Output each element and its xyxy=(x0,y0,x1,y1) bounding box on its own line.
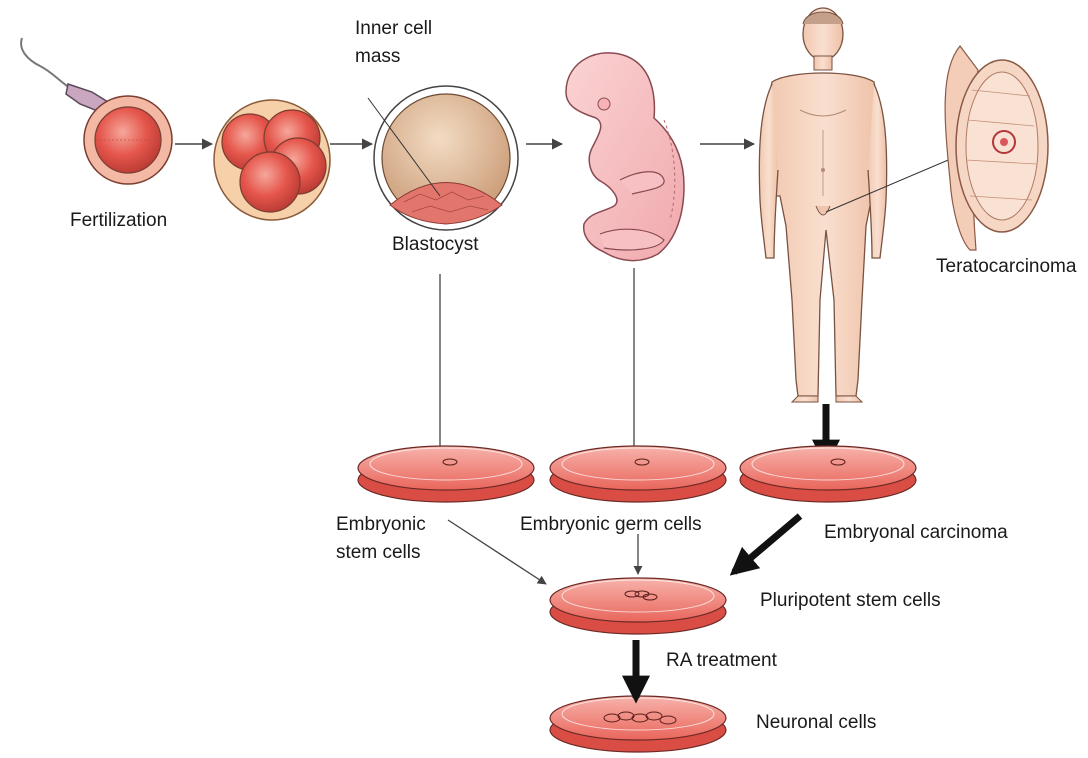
fertilization-illustration xyxy=(21,38,172,184)
teratocarcinoma-label: Teratocarcinoma xyxy=(936,254,1076,280)
inner-cell-mass-label-line2: mass xyxy=(355,44,400,70)
derivation-arrows xyxy=(440,268,826,462)
embryonic-stem-cells-label-line1: Embryonic xyxy=(336,512,426,538)
teratocarcinoma-illustration xyxy=(945,46,1048,250)
fetus-illustration xyxy=(566,53,684,261)
petri-dish-embryonal-carcinoma xyxy=(740,446,916,502)
ra-treatment-label: RA treatment xyxy=(666,648,777,674)
embryonic-stem-cells-label-line2: stem cells xyxy=(336,540,420,566)
petri-dish-pluripotent xyxy=(550,578,726,634)
petri-dish-neuronal xyxy=(550,696,726,752)
fertilization-label: Fertilization xyxy=(70,208,167,234)
cleavage-embryo-illustration xyxy=(214,100,330,220)
embryonal-carcinoma-label: Embryonal carcinoma xyxy=(824,520,1008,546)
petri-dish-embryonic-stem xyxy=(358,446,534,502)
pluripotent-stem-cells-label: Pluripotent stem cells xyxy=(760,588,941,614)
neuronal-cells-label: Neuronal cells xyxy=(756,710,876,736)
blastocyst-illustration xyxy=(368,86,518,230)
petri-dish-embryonic-germ xyxy=(550,446,726,502)
inner-cell-mass-label-line1: Inner cell xyxy=(355,16,432,42)
embryonic-germ-cells-label: Embryonic germ cells xyxy=(520,512,702,538)
blastocyst-label: Blastocyst xyxy=(392,232,479,258)
